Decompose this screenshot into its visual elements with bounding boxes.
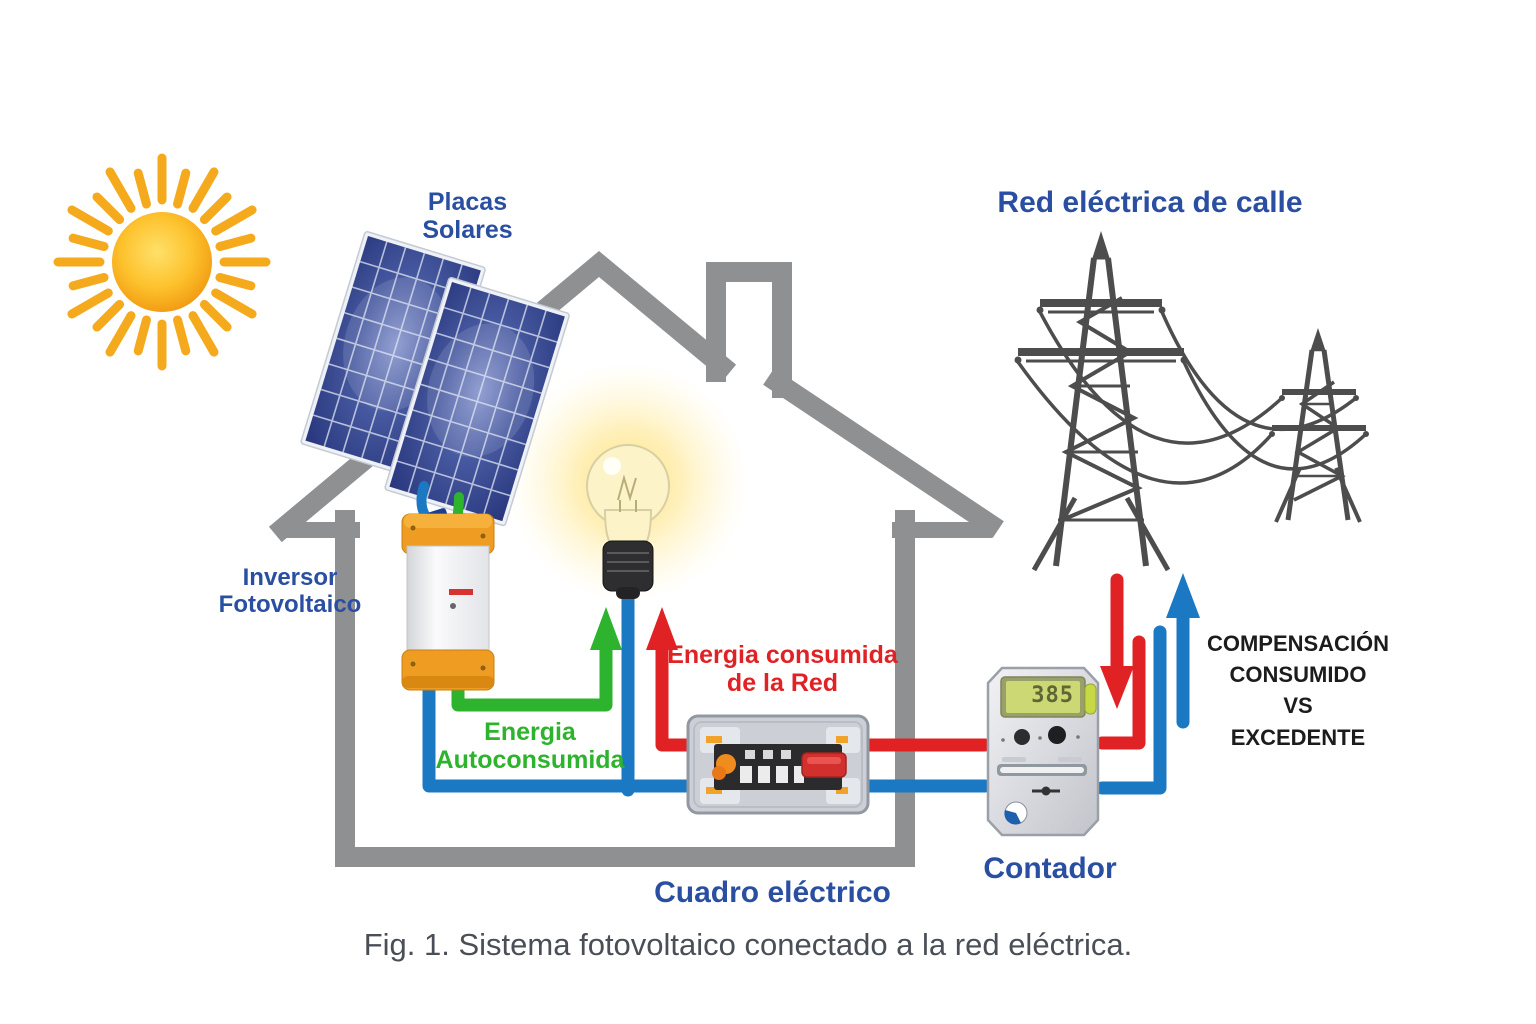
meter-display-value: 385: [1031, 683, 1074, 708]
breaker-panel-icon: [686, 714, 870, 815]
power-tower-icon: [1014, 231, 1369, 572]
energy-meter-icon: [986, 666, 1100, 837]
inverter-icon: [401, 481, 495, 691]
inverter-label: Inversor Fotovoltaico: [218, 564, 362, 618]
import-wire-red: [1095, 635, 1146, 750]
street-grid-label: Red eléctrica de calle: [997, 186, 1303, 219]
grid-consumed-arrowhead: [646, 607, 678, 650]
self-consumed-label: Energia Autoconsumida: [435, 718, 625, 774]
breaker-panel-label: Cuadro eléctrico: [654, 876, 891, 909]
solar-panels-label: Placas Solares: [422, 188, 513, 244]
meter-lcd: [1006, 681, 1080, 713]
up-arrow-icon: [1166, 573, 1200, 618]
figure-caption: Fig. 1. Sistema fotovoltaico conectado a…: [363, 927, 1133, 962]
power-lines: [1016, 311, 1368, 485]
sun-icon: [58, 158, 266, 366]
down-arrow-icon: [1100, 666, 1134, 709]
solar-panel-icon: [300, 231, 570, 527]
grid-consumed-arrow: [655, 641, 992, 752]
self-consumed-arrowhead: [590, 607, 622, 650]
light-bulb-icon: [586, 444, 670, 599]
export-wire-blue: [1095, 625, 1167, 795]
grid-consumed-label: Energia consumida de la Red: [667, 641, 898, 697]
compensation-label: COMPENSACIÓN CONSUMIDO VS EXCEDENTE: [1206, 631, 1390, 750]
meter-label: Contador: [983, 852, 1117, 885]
